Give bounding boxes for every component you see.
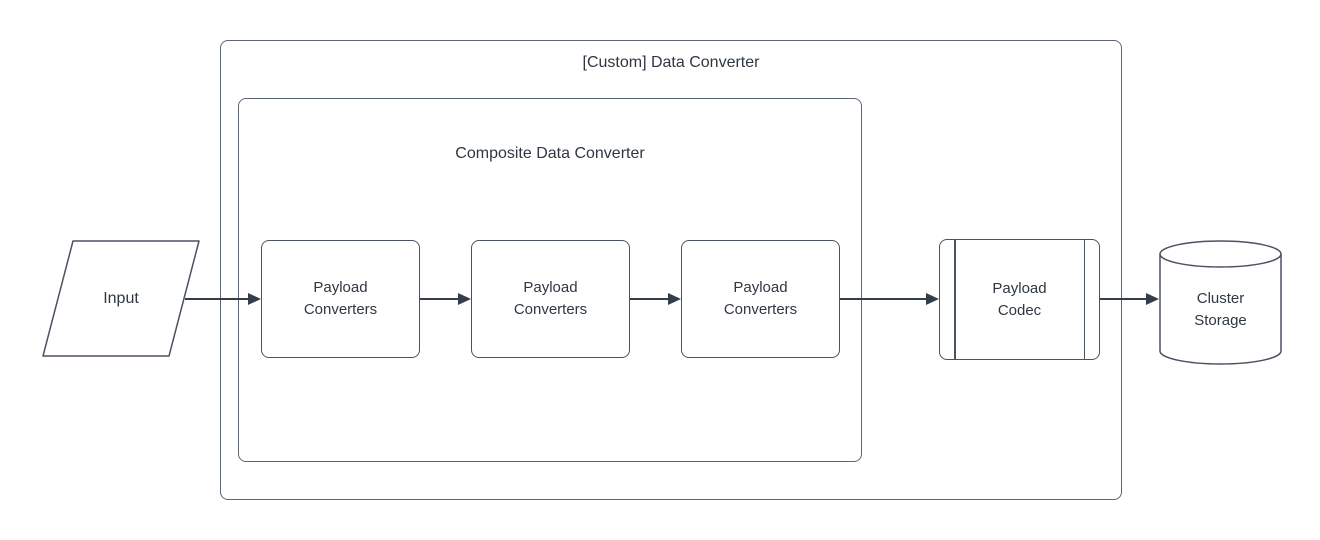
group-custom-data-converter-title: [Custom] Data Converter xyxy=(582,54,760,71)
node-payload-converters-2: Payload Converters xyxy=(471,240,630,358)
arrowhead-icon xyxy=(1146,293,1159,305)
node-payload-converters-1-label: Payload Converters xyxy=(303,279,378,318)
arrow-shaft xyxy=(630,298,671,300)
arrow-shaft xyxy=(420,298,461,300)
arrow-converter-3-to-codec xyxy=(840,293,939,305)
arrow-shaft xyxy=(1100,298,1149,300)
node-cluster-storage-label: Cluster Storage xyxy=(1194,289,1247,329)
arrow-input-to-converter-1 xyxy=(185,293,261,305)
node-payload-codec-label: Payload Codec xyxy=(992,279,1047,319)
arrowhead-icon xyxy=(458,293,471,305)
node-input: Input xyxy=(42,240,200,357)
group-composite-data-converter-title: Composite Data Converter xyxy=(455,145,645,162)
arrow-codec-to-storage xyxy=(1100,293,1159,305)
arrow-converter-1-to-converter-2 xyxy=(420,293,471,305)
cylinder-shape xyxy=(1159,240,1282,365)
codec-left-bar xyxy=(954,240,956,359)
node-payload-converters-3-label: Payload Converters xyxy=(723,279,798,318)
arrow-shaft xyxy=(185,298,251,300)
arrowhead-icon xyxy=(926,293,939,305)
parallelogram-shape xyxy=(42,240,200,357)
arrow-converter-2-to-converter-3 xyxy=(630,293,681,305)
arrowhead-icon xyxy=(668,293,681,305)
node-payload-codec: Payload Codec xyxy=(939,239,1100,360)
node-payload-converters-1: Payload Converters xyxy=(261,240,420,358)
node-payload-converters-2-label: Payload Converters xyxy=(513,279,588,318)
node-cluster-storage: Cluster Storage xyxy=(1159,240,1282,365)
codec-right-bar xyxy=(1083,240,1085,359)
arrow-shaft xyxy=(840,298,929,300)
node-input-label: Input xyxy=(103,289,139,307)
arrowhead-icon xyxy=(248,293,261,305)
node-payload-converters-3: Payload Converters xyxy=(681,240,840,358)
